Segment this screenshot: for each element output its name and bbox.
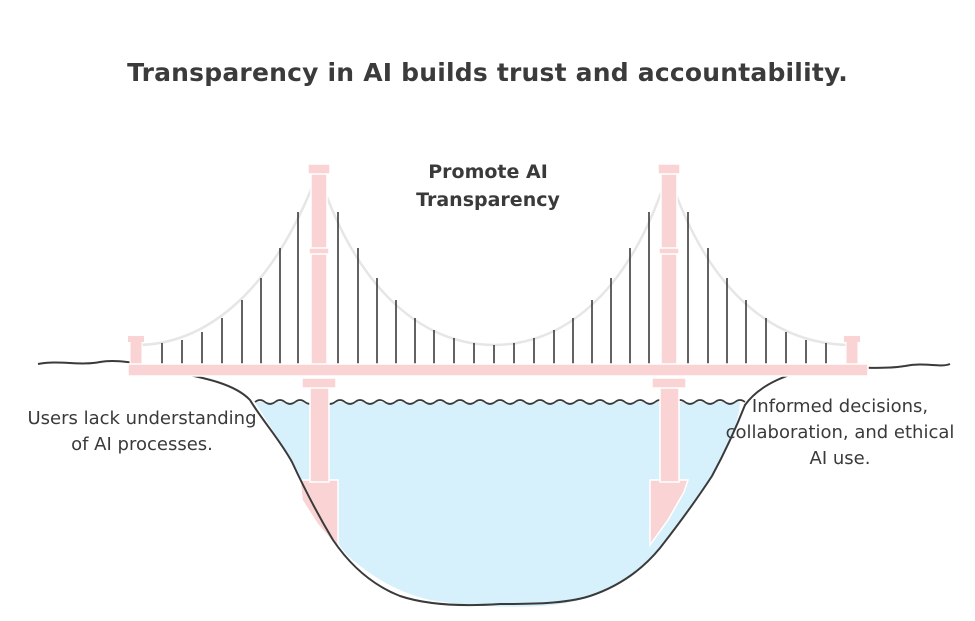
left-anchor-post bbox=[129, 337, 143, 367]
left-tower-top bbox=[307, 163, 331, 175]
right-tower-top bbox=[657, 163, 681, 175]
right-tower-band bbox=[658, 247, 680, 255]
left-tower-band bbox=[308, 247, 330, 255]
left-tower-column bbox=[310, 171, 328, 369]
diagram-title: Transparency in AI builds trust and acco… bbox=[127, 58, 848, 87]
left-label-current-state: Users lack understanding of AI processes… bbox=[27, 408, 257, 455]
right-tower-pier-cap bbox=[651, 377, 687, 389]
right-tower-base bbox=[649, 479, 690, 548]
right-anchor-post bbox=[845, 337, 859, 367]
left-tower-pier bbox=[309, 381, 330, 483]
right-anchor-cap bbox=[844, 336, 860, 342]
main-cable-left-span bbox=[135, 171, 320, 347]
suspender-cables bbox=[161, 212, 827, 364]
river-water bbox=[255, 402, 740, 607]
main-cable-right-span bbox=[666, 171, 853, 347]
center-label-promote-transparency: Promote AI Transparency bbox=[416, 161, 560, 211]
right-tower-pier bbox=[659, 381, 680, 483]
right-tower-column bbox=[660, 171, 678, 369]
left-tower-pier-cap bbox=[301, 377, 337, 389]
bridge-deck bbox=[127, 363, 869, 377]
left-anchor-cap bbox=[128, 336, 144, 342]
right-label-desired-state: Informed decisions, collaboration, and e… bbox=[725, 396, 955, 469]
